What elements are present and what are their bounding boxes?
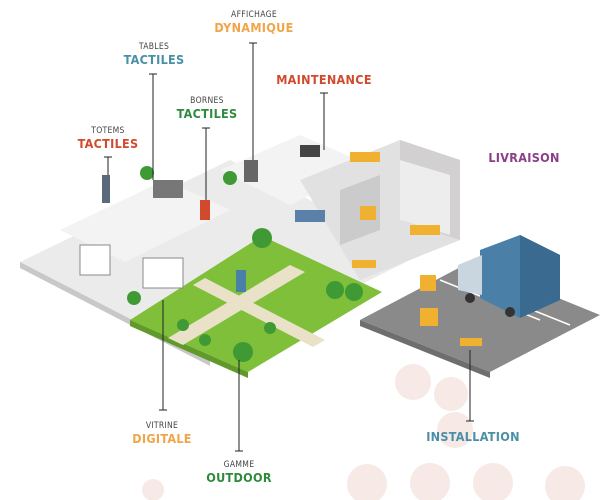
- label-tables-tactiles: TABLES TACTILES: [124, 43, 185, 66]
- label-affichage-dynamique: AFFICHAGE DYNAMIQUE: [214, 11, 293, 34]
- label-maintenance: MAINTENANCE: [276, 72, 372, 87]
- label-top: TABLES: [138, 42, 170, 52]
- warehouse: [300, 140, 460, 280]
- trees: [127, 166, 363, 362]
- label-main: INSTALLATION: [426, 429, 520, 444]
- label-main: DIGITALE: [132, 430, 192, 446]
- label-bornes-tactiles: BORNES TACTILES: [177, 97, 238, 120]
- leader-lines: [104, 42, 474, 452]
- outdoor-park: [130, 236, 382, 378]
- label-top: BORNES: [190, 96, 224, 106]
- label-top: TOTEMS: [91, 126, 125, 136]
- label-top: AFFICHAGE: [231, 10, 277, 20]
- label-totems-tactiles: TOTEMS TACTILES: [78, 127, 139, 150]
- label-vitrine-digitale: VITRINE DIGITALE: [132, 422, 192, 445]
- label-main: TACTILES: [176, 105, 238, 121]
- label-gamme-outdoor: GAMME OUTDOOR: [206, 461, 272, 484]
- label-livraison: LIVRAISON: [488, 150, 559, 165]
- label-installation: INSTALLATION: [426, 429, 520, 444]
- showroom-displays: [79, 145, 325, 292]
- label-main: LIVRAISON: [488, 150, 560, 165]
- crates: [350, 152, 482, 346]
- label-main: TACTILES: [123, 51, 185, 67]
- label-top: GAMME: [223, 460, 255, 470]
- label-main: MAINTENANCE: [276, 72, 372, 87]
- delivery-truck: [458, 235, 560, 318]
- label-main: TACTILES: [77, 135, 139, 151]
- label-main: OUTDOOR: [206, 469, 272, 485]
- label-main: DYNAMIQUE: [214, 19, 294, 35]
- decorative-circles: [142, 364, 585, 500]
- label-top: VITRINE: [145, 421, 179, 431]
